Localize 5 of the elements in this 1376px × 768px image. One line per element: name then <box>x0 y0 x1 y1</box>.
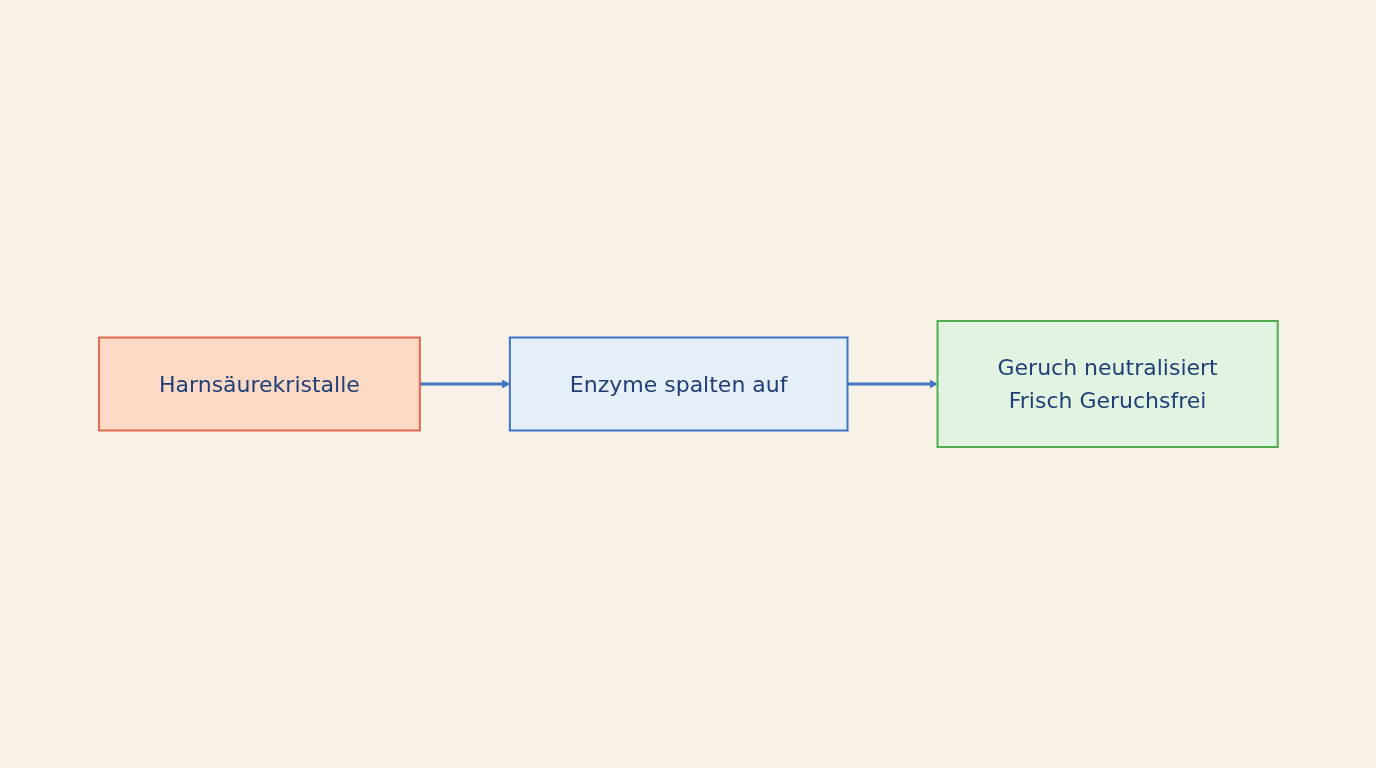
node-box: Geruch neutralisiert Frisch Geruchsfrei <box>936 320 1279 448</box>
node-box: Enzyme spalten auf <box>508 336 849 432</box>
arrow <box>847 379 938 389</box>
arrow <box>419 379 510 389</box>
node-box: Harnsäurekristalle <box>97 336 421 432</box>
